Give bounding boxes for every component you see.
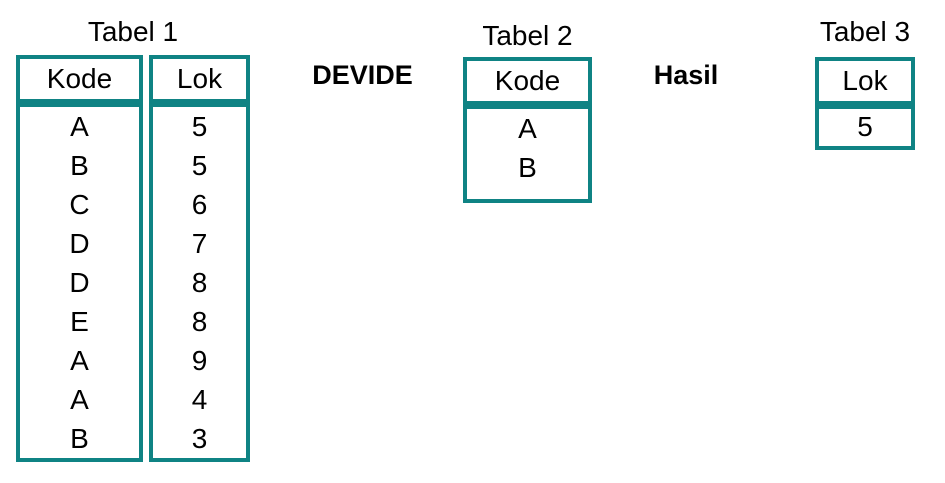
table-cell: 8 [191,306,208,337]
table-cell: 4 [191,384,208,415]
table-cell: 8 [191,267,208,298]
table-cell: A [70,111,89,142]
table-cell: A [70,384,89,415]
tabel-2-kode-column: Kode A B [463,57,592,203]
table-cell: E [70,306,89,337]
table-cell: 6 [191,189,208,220]
table-cell: 9 [191,345,208,376]
table-cell: B [70,150,89,181]
tabel-3-lok-column: Lok 5 [815,57,915,150]
table-cell: B [518,152,537,183]
table-cell: A [70,345,89,376]
lok-column-header: Lok [149,55,250,103]
tabel-3-title: Tabel 3 [819,16,911,47]
table-cell: B [70,423,89,454]
kode-column-body: A B C D D E A A B [16,103,143,462]
lok-column-body: 5 5 6 7 8 8 9 4 3 [149,103,250,462]
tabel-1-lok-column: Lok 5 5 6 7 8 8 9 4 3 [149,55,250,462]
tabel-1-title: Tabel 1 [87,16,179,47]
devide-operator-label: DEVIDE [312,60,413,90]
tabel-1-kode-column: Kode A B C D D E A A B [16,55,143,462]
lok-column-header: Lok [815,57,915,105]
kode-column-header: Kode [16,55,143,103]
kode-column-body: A B [463,105,592,203]
hasil-result-label: Hasil [653,60,719,90]
kode-column-header: Kode [463,57,592,105]
table-cell: 5 [857,111,873,142]
table-cell: 5 [191,150,208,181]
table-cell: C [69,189,90,220]
table-cell: 5 [191,111,208,142]
tabel-2-title: Tabel 2 [482,20,573,51]
table-cell: 7 [191,228,208,259]
table-cell: D [69,228,90,259]
lok-column-body: 5 [815,105,915,150]
table-cell: D [69,267,90,298]
table-cell: A [518,113,537,144]
table-cell: 3 [191,423,208,454]
